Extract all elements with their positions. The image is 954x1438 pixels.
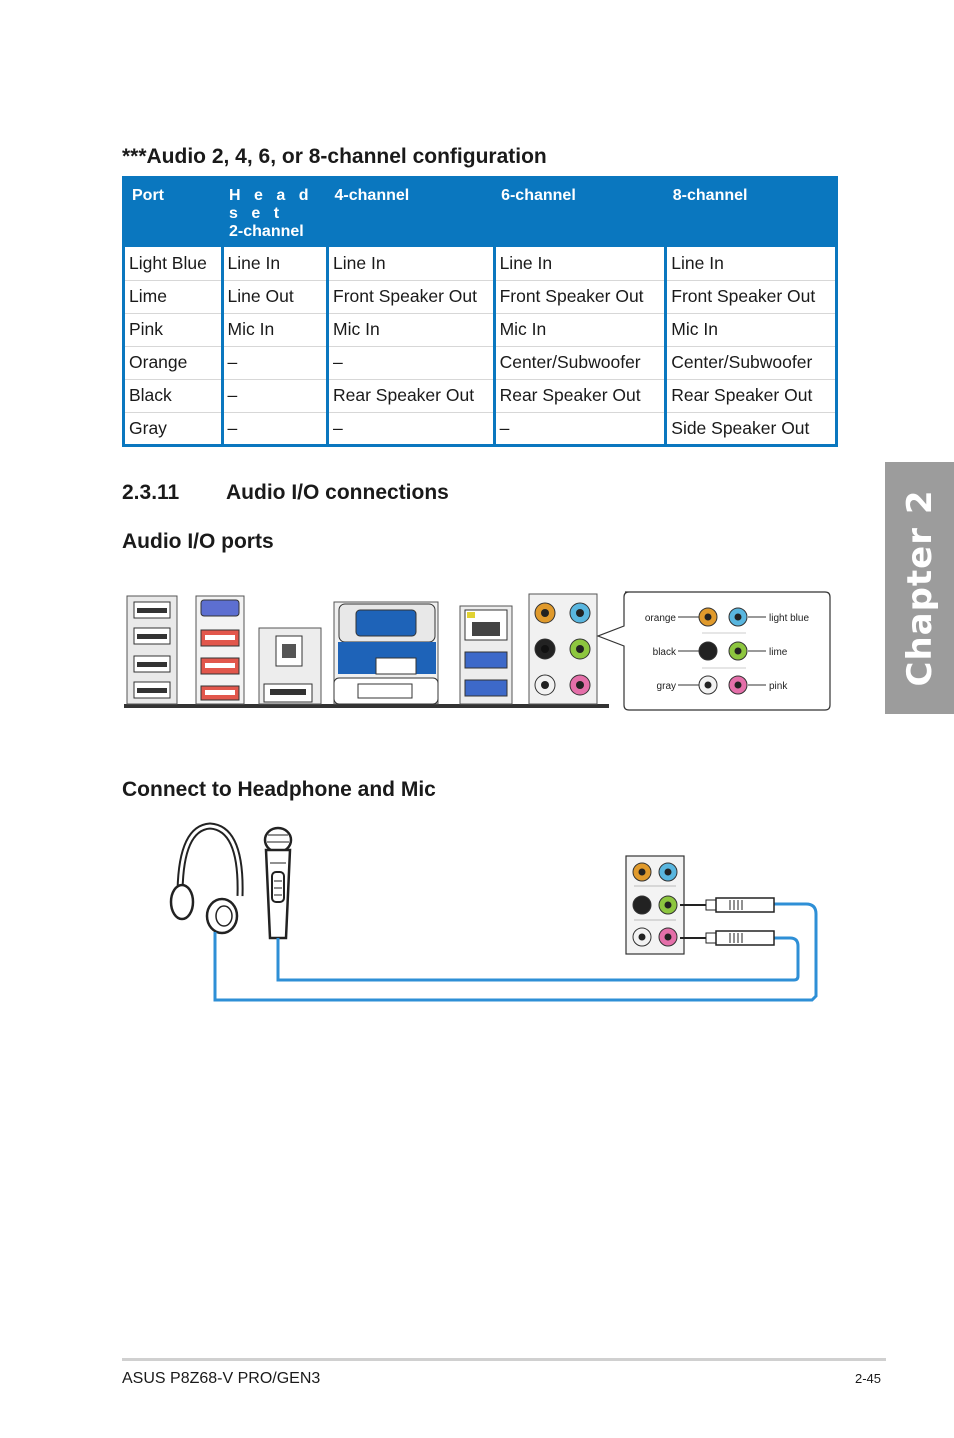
lan-usb3-block: [459, 605, 513, 705]
cell: Mic In: [327, 313, 496, 347]
cell-port: Light Blue: [123, 247, 224, 281]
cell: Mic In: [222, 313, 330, 347]
cell: –: [494, 412, 668, 445]
header-headset-line1: H e a d s e t: [229, 187, 313, 222]
rear-io-panel-illustration: orange light blue black lime gray pink: [124, 591, 831, 711]
header-headset-line2: 2-channel: [229, 223, 304, 240]
cell-port: Lime: [123, 280, 224, 314]
channel-config-table: Port H e a d s e t 2-channel 4-channel 6…: [122, 176, 838, 447]
vga-dvi-block: [333, 601, 439, 705]
cell: Center/Subwoofer: [665, 346, 837, 380]
cell-port: Orange: [123, 346, 224, 380]
section-title: Audio I/O connections: [226, 481, 449, 504]
table-row: Light Blue Line In Line In Line In Line …: [123, 247, 837, 281]
headphone-cable: [213, 902, 818, 1002]
callout-label-orange: orange: [645, 613, 677, 624]
callout-label-gray: gray: [657, 681, 676, 692]
table-header-row: Port H e a d s e t 2-channel 4-channel 6…: [123, 177, 837, 247]
cell-port: Pink: [123, 313, 224, 347]
table-row: Pink Mic In Mic In Mic In Mic In: [123, 313, 837, 347]
header-port: Port: [123, 177, 223, 247]
table-title: ***Audio 2, 4, 6, or 8-channel configura…: [122, 145, 547, 168]
cell: Line In: [327, 247, 496, 281]
cell: –: [222, 346, 330, 380]
chapter-tab: Chapter 2: [885, 462, 954, 714]
table-row: Orange – – Center/Subwoofer Center/Subwo…: [123, 346, 837, 380]
table-row: Lime Line Out Front Speaker Out Front Sp…: [123, 280, 837, 314]
cell: Line In: [665, 247, 837, 281]
cell: Front Speaker Out: [494, 280, 668, 314]
cell: Front Speaker Out: [665, 280, 837, 314]
header-6-channel: 6-channel: [494, 177, 666, 247]
table-row: Gray – – – Side Speaker Out: [123, 412, 837, 445]
cell: Front Speaker Out: [327, 280, 496, 314]
cell: Rear Speaker Out: [327, 379, 496, 413]
cell: –: [327, 412, 496, 445]
callout-label-light-blue: light blue: [769, 613, 809, 624]
cell: Line In: [222, 247, 330, 281]
mic-cable: [276, 936, 800, 982]
headphone-icon: [169, 822, 244, 935]
callout-label-pink: pink: [769, 681, 788, 692]
header-4-channel: 4-channel: [327, 177, 495, 247]
audio-plug-icon: [680, 930, 775, 946]
footer-rule: [122, 1358, 886, 1361]
header-headset: H e a d s e t 2-channel: [222, 177, 328, 247]
cell: –: [327, 346, 496, 380]
cell: Side Speaker Out: [671, 417, 810, 438]
cell: Rear Speaker Out: [665, 379, 837, 413]
connect-heading: Connect to Headphone and Mic: [122, 778, 436, 801]
cell: Mic In: [494, 313, 668, 347]
cell: Center/Subwoofer: [494, 346, 668, 380]
ports-heading: Audio I/O ports: [122, 530, 274, 553]
audio-jack-panel: [625, 855, 685, 955]
table-row: Black – Rear Speaker Out Rear Speaker Ou…: [123, 379, 837, 413]
cell: –: [222, 412, 330, 445]
cell: Mic In: [665, 313, 837, 347]
chapter-tab-label: Chapter 2: [899, 489, 940, 687]
headphone-mic-illustration: [169, 822, 818, 1002]
callout-label-lime: lime: [769, 647, 788, 658]
cell-port: Black: [123, 379, 224, 413]
cell: Line In: [494, 247, 668, 281]
audio-plug-icon: [680, 897, 775, 913]
cell: Rear Speaker Out: [494, 379, 668, 413]
usb-esata-stack: [195, 595, 245, 705]
footer-page-number: 2-45: [855, 1371, 882, 1386]
audio-jacks-block: [528, 593, 598, 705]
cell-port: Gray: [123, 412, 224, 445]
optical-hdmi-block: [258, 627, 322, 705]
header-8-channel: 8-channel: [665, 177, 837, 247]
footer-model: ASUS P8Z68-V PRO/GEN3: [122, 1370, 321, 1387]
cell: Line Out: [222, 280, 330, 314]
callout-label-black: black: [653, 647, 677, 658]
jack-callout: orange light blue black lime gray pink: [596, 591, 831, 711]
section-number: 2.3.11: [122, 481, 180, 504]
usb-stack-1: [126, 595, 178, 705]
cell: –: [222, 379, 330, 413]
microphone-icon: [263, 826, 293, 940]
